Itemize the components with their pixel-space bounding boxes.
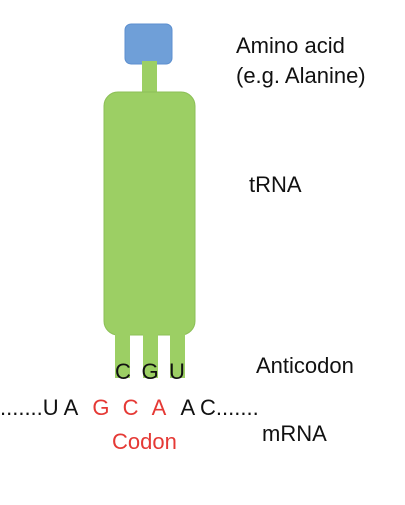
- mrna-label: mRNA: [262, 421, 327, 446]
- amino-acid-example-label: (e.g. Alanine): [236, 63, 366, 88]
- trna-label: tRNA: [249, 172, 302, 197]
- codon-base-a: A: [151, 395, 167, 420]
- mrna-suffix: A C.......: [180, 395, 259, 420]
- mrna-sequence: .......U A G C A A C.......: [0, 394, 259, 422]
- codon-label: Codon: [112, 429, 177, 454]
- trna-stem-top: [142, 61, 157, 97]
- anticodon-leg-middle: [143, 333, 158, 378]
- anticodon-leg-left: [115, 333, 130, 378]
- anticodon-leg-right: [170, 333, 185, 378]
- anticodon-label: Anticodon: [256, 353, 354, 378]
- codon-base-c: C: [122, 395, 139, 420]
- mrna-prefix: .......U A: [0, 395, 79, 420]
- anticodon-base-u: U: [169, 359, 185, 384]
- anticodon-base-c: C: [115, 359, 131, 384]
- codon-base-g: G: [92, 395, 110, 420]
- amino-acid-shape: [124, 23, 173, 65]
- amino-acid-label: Amino acid: [236, 33, 345, 58]
- anticodon-base-g: G: [141, 359, 159, 384]
- trna-body: [103, 91, 196, 336]
